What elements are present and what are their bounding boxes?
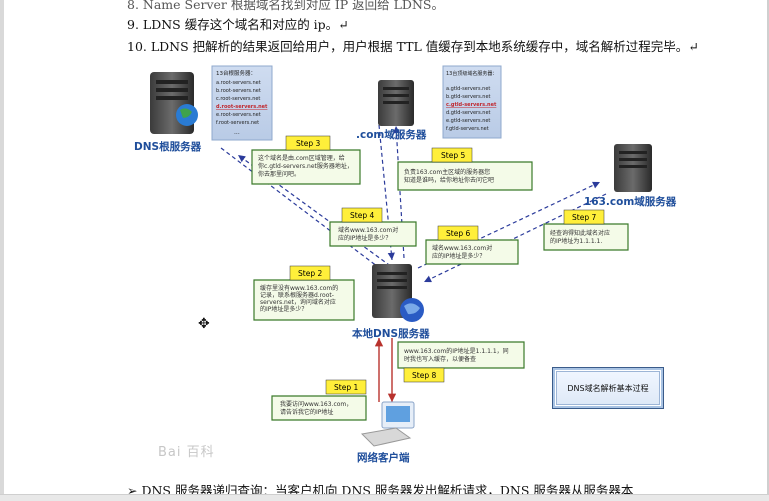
- local-dns-server-icon: [372, 264, 424, 322]
- step-2-text: 缓存里没有www.163.com的: [260, 284, 338, 292]
- root-list-title: 13台根服务器：: [216, 69, 256, 77]
- page-left-edge: [0, 0, 4, 500]
- client-request-lines: [374, 338, 397, 402]
- document-line-10: 10. LDNS 把解析的结果返回给用户，用户根据 TTL 值缓存到本地系统缓存…: [127, 39, 699, 54]
- step-2-text: 的IP地址是多少？: [260, 305, 307, 313]
- step-4-text: 应的IP地址是多少？: [338, 234, 391, 242]
- document-line-cropped: 8. Name Server 根据域名找到对应 IP 返回给 LDNS。: [127, 0, 444, 12]
- step-5-text: 知道是谁吗，给你地址你去问它吧: [404, 176, 494, 184]
- root-list-item-highlight: d.root-servers.net: [216, 104, 268, 110]
- document-line-9: 9. LDNS 缓存这个域名和对应的 ip。↵: [127, 17, 349, 32]
- watermark: Bai 百科: [158, 445, 215, 460]
- root-list-item: f.root-servers.net: [216, 120, 259, 126]
- step-5-text: 负责163.com主区域的服务器您: [404, 168, 490, 176]
- com-list-item: a.gtld-servers.net: [446, 86, 490, 92]
- page-right-edge: [767, 0, 769, 500]
- step-1-text: 请告诉我它的IP地址: [280, 408, 333, 416]
- root-list-item: b.root-servers.net: [216, 88, 261, 94]
- diagram-caption-box: DNS域名解析基本过程: [552, 367, 664, 409]
- move-cursor-icon: ✥: [198, 316, 210, 332]
- step-7-label: Step 7: [572, 213, 596, 222]
- root-server-list: 13台根服务器： a.root-servers.net b.root-serve…: [211, 65, 273, 141]
- step-4-label: Step 4: [350, 211, 374, 220]
- step-8-label: Step 8: [412, 371, 436, 380]
- step-7-text: 经查询得知此域名对应: [550, 229, 610, 237]
- domain-server-icon: [614, 144, 652, 192]
- step-1-text: 我要访问www.163.com，: [280, 400, 352, 408]
- step-5-callout: Step 5 负责163.com主区域的服务器您 知道是谁吗，给你地址你去问它吧: [397, 147, 533, 191]
- connection-lines: [220, 124, 607, 283]
- step-4-text: 域名www.163.com对: [338, 226, 398, 234]
- step-3-label: Step 3: [296, 139, 320, 148]
- root-list-item: a.root-servers.net: [216, 80, 261, 86]
- step-2-callout: Step 2 缓存里没有www.163.com的 记录，联系根服务器d.root…: [253, 265, 355, 321]
- domain-server-label: 163.com域服务器: [584, 195, 677, 208]
- root-list-ellipsis: ...: [234, 129, 240, 136]
- step-7-callout: Step 7 经查询得知此域名对应 的IP地址为1.1.1.1.: [543, 209, 629, 251]
- com-list-item-highlight: c.gtld-servers.net: [446, 102, 497, 108]
- step-3-callout: Step 3 这个域名是由.com区域管理，给 你c.gtld-servers.…: [251, 135, 361, 185]
- root-server-icon: [150, 72, 198, 134]
- diagram-caption: DNS域名解析基本过程: [556, 371, 660, 405]
- local-dns-server-label: 本地DNS服务器: [352, 327, 430, 340]
- step-1-label: Step 1: [334, 383, 358, 392]
- step-7-text: 的IP地址为1.1.1.1.: [550, 237, 602, 245]
- step-2-label: Step 2: [298, 269, 322, 278]
- root-list-item: c.root-servers.net: [216, 96, 260, 102]
- root-list-item: e.root-servers.net: [216, 112, 261, 118]
- step-2-text: servers.net，询问域名对应: [260, 298, 336, 306]
- com-server-label: .com域服务器: [356, 128, 427, 141]
- step-5-label: Step 5: [441, 151, 465, 160]
- com-list-title: 13台顶级域名服务器：: [446, 70, 497, 77]
- page-bottom-edge: [0, 494, 769, 501]
- step-8-text: www.163.com的IP地址是1.1.1.1，同: [404, 347, 509, 355]
- com-server-list: 13台顶级域名服务器： a.gtld-servers.net b.gtld-se…: [442, 65, 502, 139]
- step-8-text: 时我也写入缓存，以便备查: [404, 355, 476, 363]
- step-6-text: 域名www.163.com对: [432, 244, 492, 252]
- com-list-item: b.gtld-servers.net: [446, 94, 491, 100]
- step-6-text: 应的IP地址是多少？: [432, 252, 485, 260]
- step-2-text: 记录，联系根服务器d.root-: [260, 291, 334, 299]
- com-list-item: e.gtld-servers.net: [446, 118, 490, 124]
- root-server-label: DNS根服务器: [134, 140, 202, 153]
- step-1-callout: Step 1 我要访问www.163.com， 请告诉我它的IP地址: [271, 379, 367, 421]
- step-6-callout: Step 6 域名www.163.com对 应的IP地址是多少？: [425, 225, 519, 265]
- com-list-item: d.gtld-servers.net: [446, 110, 491, 116]
- com-list-item: f.gtld-servers.net: [446, 126, 489, 132]
- com-server-icon: [378, 80, 414, 126]
- step-3-text: 这个域名是由.com区域管理，给: [258, 154, 345, 162]
- step-8-callout: Step 8 www.163.com的IP地址是1.1.1.1，同 时我也写入缓…: [397, 341, 525, 383]
- step-3-text: 你去那里问吧。: [258, 170, 300, 178]
- step-6-label: Step 6: [446, 229, 470, 238]
- client-computer-icon: [360, 401, 415, 447]
- client-label: 网络客户端: [357, 451, 410, 464]
- step-3-text: 你c.gtld-servers.net服务器地址，: [258, 162, 353, 170]
- step-4-callout: Step 4 域名www.163.com对 应的IP地址是多少？: [329, 207, 417, 247]
